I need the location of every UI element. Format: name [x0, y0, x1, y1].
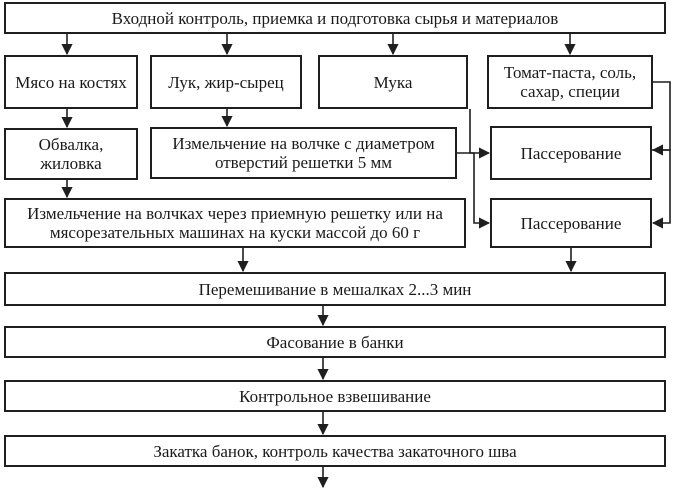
node-input-control-label: Входной контроль, приемка и подготовка с… — [111, 8, 559, 28]
node-packing: Фасование в банки — [4, 326, 666, 358]
node-input-control: Входной контроль, приемка и подготовка с… — [4, 2, 666, 34]
node-saute-2-label: Пассерование — [520, 213, 622, 233]
node-grind-onion-label: Измельчение на волчке с диаметром отверс… — [172, 134, 435, 172]
node-tomato: Томат-паста, соль, сахар, специи — [487, 55, 653, 109]
node-saute-2: Пассерование — [490, 198, 652, 248]
arrow-flour-to-saute-1 — [469, 109, 491, 159]
node-grind-meat: Измельчение на волчках через приемную ре… — [4, 198, 466, 248]
node-deboning-label: Обвалка, жиловка — [38, 135, 104, 173]
node-deboning: Обвалка, жиловка — [4, 128, 138, 180]
node-grind-onion: Измельчение на волчке с диаметром отверс… — [150, 127, 457, 179]
node-sealing: Закатка банок, контроль качества закаточ… — [4, 435, 666, 467]
node-saute-1: Пассерование — [490, 126, 652, 180]
node-weighing-label: Контрольное взвешивание — [239, 386, 431, 406]
node-mixing-label: Перемешивание в мешалках 2...3 мин — [198, 279, 472, 299]
node-onion-fat: Лук, жир-сырец — [150, 55, 302, 109]
node-flour: Мука — [318, 55, 468, 109]
node-flour-label: Мука — [373, 72, 413, 92]
node-sealing-label: Закатка банок, контроль качества закаточ… — [153, 441, 517, 461]
node-packing-label: Фасование в банки — [266, 332, 404, 352]
arrow-tomato-to-saute-1 — [651, 81, 671, 156]
node-grind-meat-label: Измельчение на волчках через приемную ре… — [27, 204, 443, 242]
node-mixing: Перемешивание в мешалках 2...3 мин — [4, 272, 666, 306]
node-onion-fat-label: Лук, жир-сырец — [168, 72, 284, 92]
node-meat: Мясо на костях — [4, 55, 138, 109]
node-saute-1-label: Пассерование — [520, 143, 622, 163]
node-tomato-label: Томат-паста, соль, сахар, специи — [503, 63, 637, 101]
node-meat-label: Мясо на костях — [15, 72, 127, 92]
arrow-saute-1-to-saute-2 — [651, 149, 671, 229]
node-weighing: Контрольное взвешивание — [4, 380, 666, 412]
arrow-grind-onion-to-saute-2 — [457, 152, 491, 229]
